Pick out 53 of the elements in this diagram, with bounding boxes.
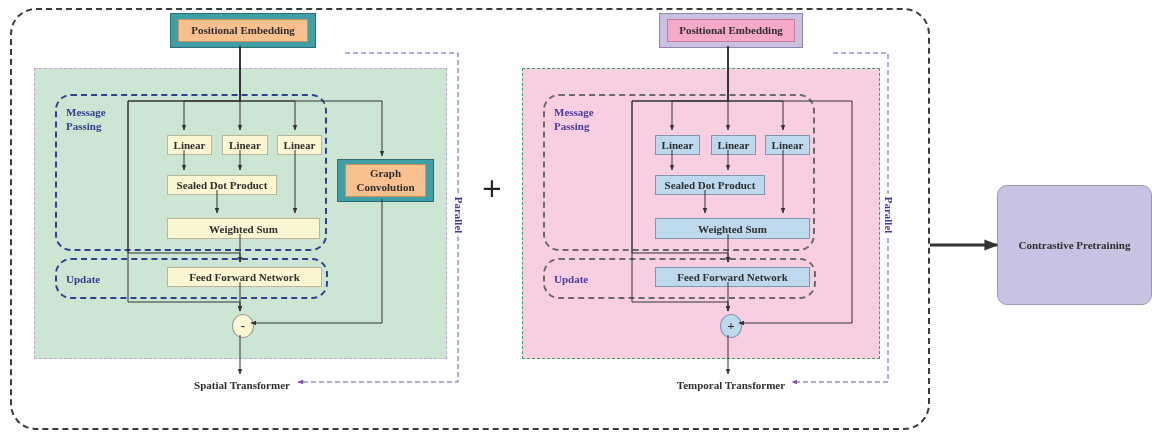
arrow (725, 281, 731, 312)
graph-label: Graph Convolution (345, 164, 426, 197)
arrow (250, 198, 383, 326)
pretraining-box: Contrastive Pretraining (997, 185, 1152, 305)
layer-box: Linear (222, 135, 268, 155)
arrow (669, 149, 675, 171)
layer-box: Linear (765, 135, 810, 155)
operator-circle: - (232, 314, 254, 338)
embedding-block (170, 13, 316, 48)
arrow (214, 189, 220, 214)
layer-box: Linear (277, 135, 322, 155)
dashed-container (10, 8, 930, 430)
operator-circle: + (720, 314, 742, 338)
output-label: Spatial Transformer (184, 376, 300, 393)
embedding-label: Positional Embedding (667, 19, 795, 42)
arrow (237, 334, 243, 375)
dashed-group (543, 94, 815, 251)
group-label: Message Passing (554, 106, 595, 134)
layer-box: Sealed Dot Product (167, 175, 277, 195)
layer-box: Feed Forward Network (167, 267, 322, 287)
dashed-group (55, 258, 328, 299)
arrow (237, 233, 243, 263)
embedding-block (659, 13, 803, 48)
layer-box: Linear (711, 135, 756, 155)
layer-box: Feed Forward Network (655, 267, 810, 287)
dashed-group (543, 258, 816, 299)
arrow (181, 149, 187, 171)
arrow (297, 52, 459, 385)
arrow (292, 149, 298, 214)
arrow (725, 233, 731, 263)
graph-block (337, 159, 434, 202)
layer-box: Weighted Sum (655, 218, 810, 239)
arrow (237, 149, 243, 171)
arrow (930, 239, 999, 251)
group-label: Update (554, 273, 590, 287)
output-label: Temporal Transformer (668, 376, 794, 393)
layer-box: Linear (655, 135, 700, 155)
group-label: Update (66, 273, 102, 287)
spatial-panel (34, 68, 447, 359)
arrow (791, 52, 889, 385)
layer-box: Linear (167, 135, 212, 155)
layer-box: Weighted Sum (167, 218, 320, 239)
arrow (725, 334, 731, 375)
temporal-panel (522, 68, 880, 359)
layer-box: Sealed Dot Product (655, 175, 765, 195)
arrow (725, 149, 731, 171)
dashed-group (55, 94, 327, 251)
arrow (702, 189, 708, 214)
embedding-label: Positional Embedding (178, 19, 308, 42)
plus-sign: + (481, 175, 503, 201)
arrow (237, 281, 243, 312)
group-label: Message Passing (66, 106, 107, 134)
arrow (780, 149, 786, 214)
